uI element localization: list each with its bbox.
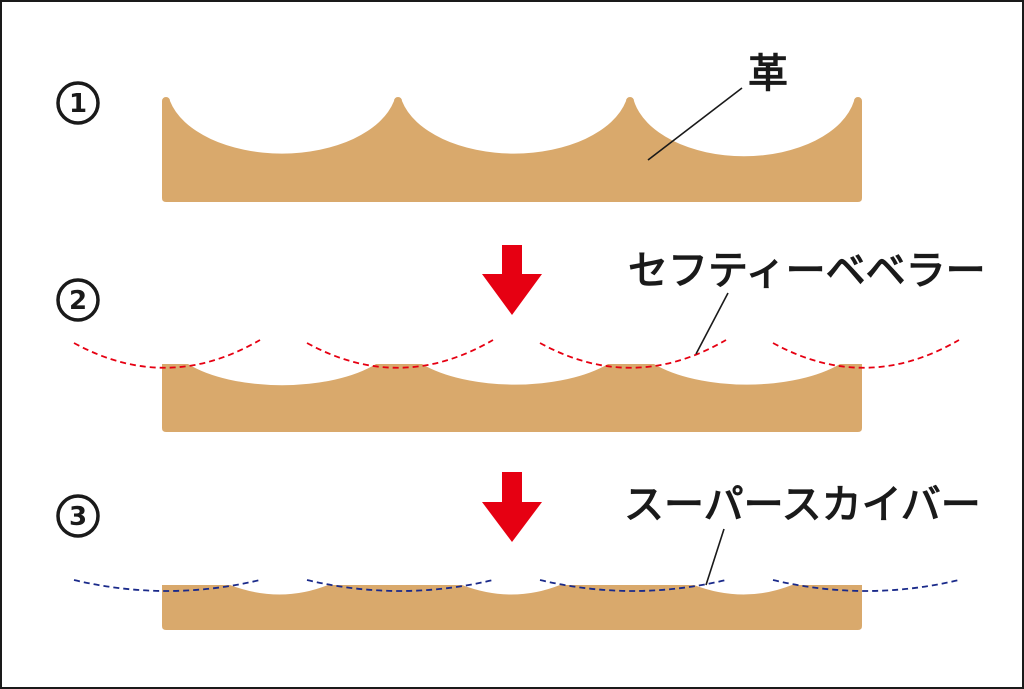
beveler-cut-line-2 <box>306 339 494 369</box>
skiver-cut-line-1 <box>73 579 261 592</box>
step-3-number: 3 <box>69 502 87 532</box>
beveler-cut-line-3 <box>539 339 727 369</box>
step-3-group: 3 スーパースカイバー <box>56 482 981 630</box>
skiver-cut-line-2 <box>306 579 494 592</box>
step-1-circle <box>56 81 100 125</box>
safety-beveler-label: セフティーベベラー <box>628 248 986 294</box>
skiver-leader-line <box>705 528 725 586</box>
beveler-cut-line-4 <box>772 339 960 369</box>
beveler-cut-line-1 <box>73 339 261 369</box>
leather-leader-line <box>647 87 743 161</box>
arrow-down-1 <box>482 245 542 315</box>
step-2-circle <box>56 278 100 322</box>
leather-strip-2 <box>162 364 862 432</box>
step-1-group: 1 革 <box>56 51 862 202</box>
leather-label: 革 <box>748 51 788 97</box>
leather-strip-3 <box>162 585 862 630</box>
step-1-number: 1 <box>69 89 87 119</box>
skiver-cut-line-3 <box>539 579 727 592</box>
skiver-cut-line-4 <box>772 579 960 592</box>
step-2-group: 2 セフティーベベラー <box>56 248 986 432</box>
leather-strip-1 <box>162 97 862 202</box>
step-3-circle <box>56 494 100 538</box>
beveler-leader-line <box>695 292 729 355</box>
step-2-number: 2 <box>69 286 87 316</box>
arrow-down-2 <box>482 472 542 542</box>
super-skiver-label: スーパースカイバー <box>624 482 981 528</box>
